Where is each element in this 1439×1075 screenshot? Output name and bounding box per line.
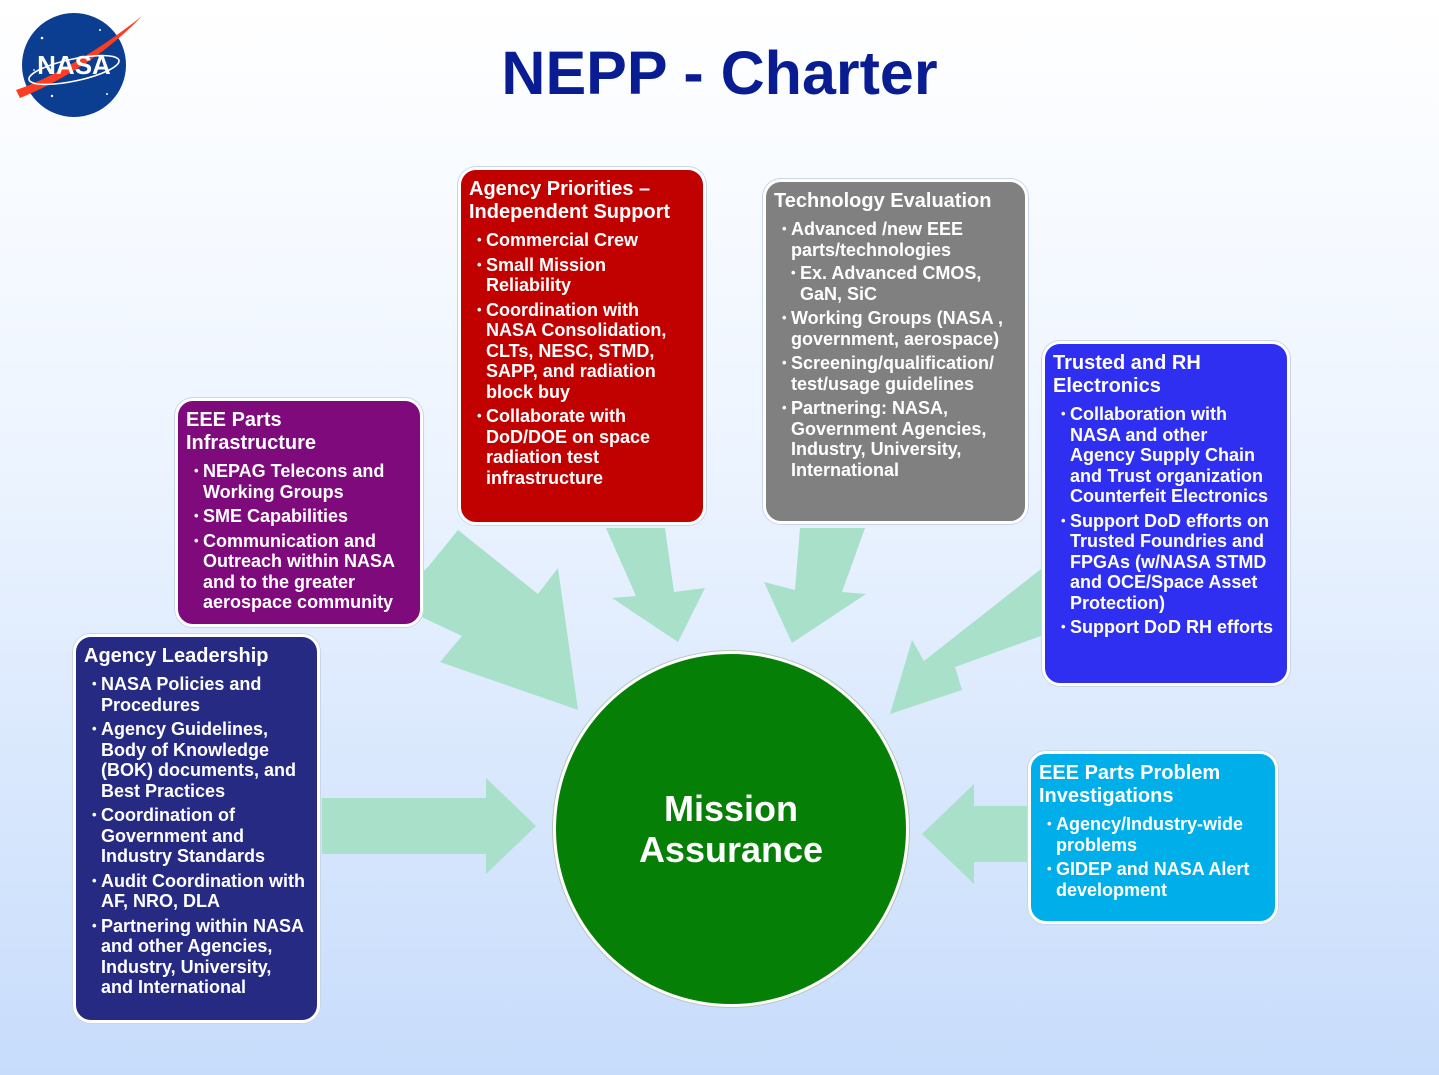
arrow-from-infrastructure [390,530,578,710]
list-item: Advanced /new EEE parts/technologies [774,219,1013,260]
svg-text:NASA: NASA [37,50,111,80]
list-item: Agency/Industry-wide problems [1039,814,1263,855]
eee-parts-infrastructure-box: EEE Parts Infrastructure NEPAG Telecons … [175,398,423,627]
list-item: NEPAG Telecons and Working Groups [186,461,408,502]
arrow-from-problems [922,784,1028,884]
box-title: EEE Parts Problem Investigations [1039,762,1221,807]
list-item: GIDEP and NASA Alert development [1039,859,1263,900]
list-item: Audit Coordination with AF, NRO, DLA [84,871,305,912]
list-item: Coordination with NASA Consolidation, CL… [469,300,691,403]
arrow-from-leadership [322,778,536,874]
list-item: Screening/qualification/ test/usage guid… [774,353,1013,394]
arrow-from-technology [764,528,866,643]
list-item: Support DoD RH efforts [1053,617,1275,638]
box-title: EEE Parts Infrastructure [186,409,317,454]
list-subitem: Ex. Advanced CMOS, GaN, SiC [774,263,1013,304]
list-item: NASA Policies and Procedures [84,674,305,715]
list-item: Support DoD efforts on Trusted Foundries… [1053,511,1275,614]
nasa-logo: NASA [16,13,142,117]
eee-parts-problem-investigations-box: EEE Parts Problem Investigations Agency/… [1028,751,1278,924]
list-item: Partnering: NASA, Government Agencies, I… [774,398,1013,480]
list-item: SME Capabilities [186,506,408,527]
list-item: Collaborate with DoD/DOE on space radiat… [469,406,691,488]
agency-priorities-box: Agency Priorities – Independent Support … [458,167,706,525]
mission-assurance-label: Mission Assurance [638,788,824,870]
arrow-from-trusted [890,569,1041,714]
list-item: Working Groups (NASA , government, aeros… [774,308,1013,349]
box-title: Agency Leadership [84,645,269,667]
list-item: Small Mission Reliability [469,255,691,296]
list-item: Agency Guidelines, Body of Knowledge (BO… [84,719,305,801]
list-item: Collaboration with NASA and other Agency… [1053,404,1275,507]
technology-evaluation-box: Technology Evaluation Advanced /new EEE … [763,179,1028,524]
list-item: Commercial Crew [469,230,691,251]
mission-assurance-circle: Mission Assurance [553,651,909,1007]
list-item: Coordination of Government and Industry … [84,805,305,867]
box-title: Agency Priorities – Independent Support [469,178,671,223]
box-title: Technology Evaluation [774,190,992,212]
agency-leadership-box: Agency Leadership NASA Policies and Proc… [73,634,320,1023]
arrow-from-priorities [606,528,705,642]
list-item: Partnering within NASA and other Agencie… [84,916,305,998]
list-item: Communication and Outreach within NASA a… [186,531,408,613]
page-title: NEPP - Charter [501,39,938,107]
trusted-rh-electronics-box: Trusted and RH Electronics Collaboration… [1042,341,1290,686]
box-title: Trusted and RH Electronics [1053,352,1201,397]
